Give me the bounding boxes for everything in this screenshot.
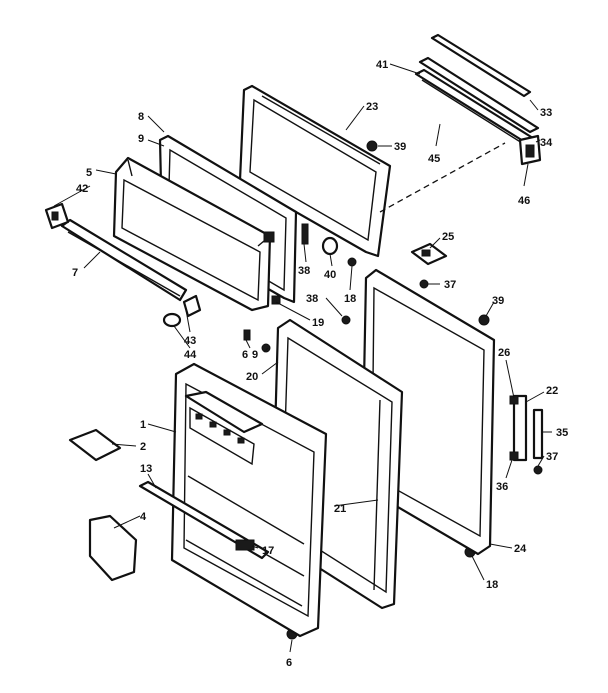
callout-38-lower: 38 xyxy=(306,293,318,305)
callout-33: 33 xyxy=(540,107,552,119)
callout-39-top: 39 xyxy=(394,141,406,153)
callout-23: 23 xyxy=(366,101,378,113)
callout-18-lower: 18 xyxy=(486,579,498,591)
callout-25: 25 xyxy=(442,231,454,243)
callout-2: 2 xyxy=(140,441,146,453)
upper-door-rail xyxy=(44,202,188,302)
callout-41: 41 xyxy=(376,59,388,71)
callout-6-bottom: 6 xyxy=(286,657,292,669)
leader-lines xyxy=(53,63,552,653)
top-trim-strips xyxy=(414,33,542,166)
callout-18-upper: 18 xyxy=(344,293,356,305)
hinge-middle xyxy=(509,394,544,475)
hinge-top xyxy=(410,242,448,266)
callout-42: 42 xyxy=(76,183,88,195)
callout-46: 46 xyxy=(518,195,530,207)
callout-20: 20 xyxy=(246,371,258,383)
callout-labels: 41 33 34 23 39 45 46 8 9 5 42 7 43 44 6 … xyxy=(72,59,568,669)
callout-40: 40 xyxy=(324,269,336,281)
callout-26: 26 xyxy=(498,347,510,359)
callout-17: 17 xyxy=(262,545,274,557)
callout-6-mid: 6 xyxy=(242,349,248,361)
callout-5: 5 xyxy=(86,167,92,179)
callout-22: 22 xyxy=(546,385,558,397)
lower-door-liner xyxy=(138,362,328,638)
callout-35: 35 xyxy=(556,427,568,439)
callout-1: 1 xyxy=(140,419,146,431)
callout-13: 13 xyxy=(140,463,152,475)
callout-43: 43 xyxy=(184,335,196,347)
callout-38-upper: 38 xyxy=(298,265,310,277)
callout-39-right: 39 xyxy=(492,295,504,307)
callout-45: 45 xyxy=(428,153,440,165)
callout-21: 21 xyxy=(334,503,346,515)
callout-4: 4 xyxy=(140,511,147,523)
callout-8: 8 xyxy=(138,111,144,123)
callout-24: 24 xyxy=(514,543,527,555)
callout-37-right: 37 xyxy=(546,451,558,463)
upper-door-bin xyxy=(112,156,275,312)
loose-parts xyxy=(68,428,138,582)
hidden-line xyxy=(379,142,506,213)
upper-door-gasket xyxy=(238,84,392,258)
clip-parts xyxy=(162,294,202,328)
callout-9-top: 9 xyxy=(138,133,144,145)
callout-44: 44 xyxy=(184,349,197,361)
fasteners xyxy=(243,140,490,640)
callout-37-top: 37 xyxy=(444,279,456,291)
callout-19: 19 xyxy=(312,317,324,329)
callout-7: 7 xyxy=(72,267,78,279)
callout-36: 36 xyxy=(496,481,508,493)
callout-34: 34 xyxy=(540,137,553,149)
callout-9-mid: 9 xyxy=(252,349,258,361)
